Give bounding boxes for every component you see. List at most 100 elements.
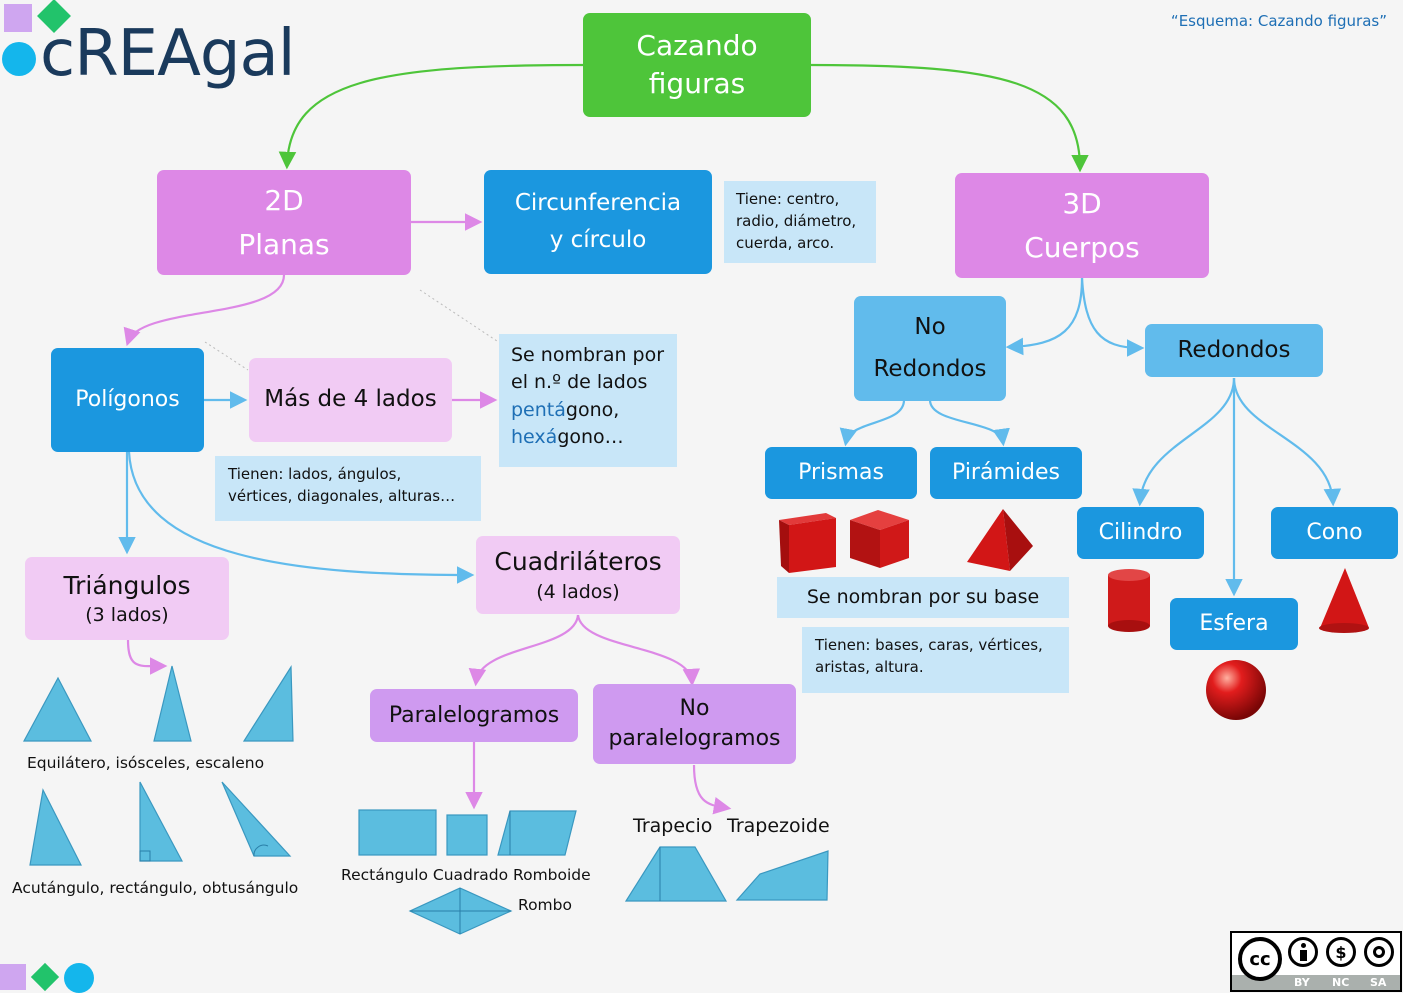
license-by: BY (1294, 976, 1310, 989)
logo-square-icon (4, 4, 32, 32)
node-label: paralelogramos (608, 726, 781, 751)
node-label: No (914, 314, 946, 341)
node-triangulos: Triángulos (3 lados) (25, 557, 229, 640)
node-cuadrilateros: Cuadriláteros (4 lados) (476, 536, 680, 614)
romboide-icon (497, 810, 577, 856)
node-label: Cono (1306, 520, 1363, 546)
node-label: 2D (264, 184, 304, 218)
arrow-redondos-cilindro (1132, 377, 1236, 507)
node-label: Redondos (1177, 336, 1291, 363)
node-label: Polígonos (75, 387, 180, 413)
node-label: Planas (238, 227, 330, 261)
node-circunferencia: Circunferencia y círculo (484, 170, 712, 274)
license-badge: cc $ BY NC SA (1230, 931, 1402, 992)
arrow-2d-poligonos (123, 274, 286, 347)
node-redondos: Redondos (1145, 324, 1323, 377)
caption-trapecio: Trapecio (633, 815, 713, 837)
license-nc: NC (1332, 976, 1350, 989)
node-cilindro: Cilindro (1077, 507, 1204, 559)
node-label: No (679, 696, 710, 722)
arrow-noredondos-prismas (839, 399, 906, 447)
arrow-poligonos-cuadrilateros (127, 451, 475, 584)
arrow-noparalelogramos-formas (692, 764, 732, 815)
esfera-icon (1206, 660, 1266, 720)
triangle-escaleno-icon (242, 665, 294, 742)
footer-square-icon (0, 964, 26, 990)
arrow-triangulos-formas (126, 639, 168, 675)
node-mas-de-4-lados: Más de 4 lados (249, 358, 452, 442)
node-label: Circunferencia (514, 190, 682, 217)
rectangulo-icon (358, 809, 437, 856)
cilindro-icon (1108, 569, 1150, 632)
node-piramides: Pirámides (930, 447, 1082, 499)
node-label: Cazando (636, 29, 758, 63)
by-icon (1288, 937, 1318, 967)
node-poligonos: Polígonos (51, 348, 204, 452)
footer-circle-icon (64, 963, 94, 993)
caption-tri-angulos: Acutángulo, rectángulo, obtusángulo (12, 879, 299, 897)
prisma-1-icon (779, 513, 836, 573)
note-se-nombran-base: Se nombran por su base (777, 577, 1069, 618)
logo: cREAgal (0, 0, 310, 100)
note-tienen-3d: Tienen: bases, caras, vértices, aristas,… (802, 627, 1069, 693)
piramide-icon (967, 509, 1033, 571)
note-se-nombran: Se nombran por el n.º de lados pentágono… (499, 334, 677, 467)
page-caption: “Esquema: Cazando figuras” (1170, 12, 1387, 30)
arrow-cuad-paralelogramos (468, 614, 580, 687)
trapecio-icon (624, 846, 728, 902)
node-label: Pirámides (952, 460, 1060, 486)
node-cono: Cono (1271, 507, 1398, 559)
node-no-redondos: No Redondos (854, 296, 1006, 401)
cuadrado-icon (446, 814, 488, 856)
node-label: Paralelogramos (388, 702, 560, 728)
node-no-paralelogramos: No paralelogramos (593, 684, 796, 764)
arrow-cuad-noparalelogramos (576, 614, 701, 687)
triangle-equilatero-icon (22, 676, 92, 742)
node-label: 3D (1062, 187, 1102, 221)
logo-text: cREAgal (40, 17, 295, 91)
nc-icon: $ (1326, 937, 1356, 967)
cono-icon (1319, 568, 1369, 633)
node-label: Redondos (873, 355, 987, 382)
triangle-obtusangulo-icon (221, 781, 292, 857)
node-label: Triángulos (63, 570, 191, 600)
node-label: Más de 4 lados (264, 386, 437, 413)
note-circunferencia: Tiene: centro, radio, diámetro, cuerda, … (724, 181, 876, 263)
node-label: Cuerpos (1024, 230, 1140, 264)
caption-trapezoide: Trapezoide (727, 815, 830, 837)
arrow-3d-noredondos (1005, 277, 1084, 356)
triangle-rectangulo-icon (139, 781, 183, 862)
node-label: Prismas (798, 460, 884, 486)
prisma-2-icon (850, 510, 909, 568)
trapezoide-icon (735, 850, 829, 901)
node-label: (3 lados) (85, 603, 169, 626)
logo-circle-icon (2, 42, 36, 76)
note-tienen-2d: Tienen: lados, ángulos, vértices, diagon… (215, 456, 481, 521)
caption-tri-lados: Equilátero, isósceles, escaleno (27, 754, 265, 772)
arrow-redondos-cono (1232, 377, 1342, 507)
node-label: Esfera (1199, 611, 1269, 637)
arrow-3d-redondos (1080, 277, 1145, 357)
node-prismas: Prismas (765, 447, 917, 499)
cc-icon: cc (1238, 937, 1282, 981)
triangle-isosceles-icon (153, 665, 192, 742)
arrow-root-2d (278, 63, 584, 170)
node-paralelogramos: Paralelogramos (370, 689, 578, 742)
sa-icon (1364, 937, 1394, 967)
node-cazando-figuras: Cazando figuras (583, 13, 811, 117)
triangle-acutangulo-icon (29, 788, 82, 866)
node-label: Cuadriláteros (494, 547, 662, 577)
node-label: figuras (648, 67, 746, 100)
node-label: (4 lados) (536, 581, 620, 604)
arrow-noredondos-piramides (928, 399, 1010, 447)
node-2d-planas: 2D Planas (157, 170, 411, 275)
node-3d-cuerpos: 3D Cuerpos (955, 173, 1209, 278)
caption-rombo: Rombo (518, 896, 572, 914)
node-esfera: Esfera (1170, 598, 1298, 650)
node-label: y círculo (549, 227, 647, 253)
caption-paralelogramos: Rectángulo Cuadrado Romboide (341, 866, 591, 884)
node-label: Cilindro (1098, 520, 1183, 546)
arrow-root-3d (810, 63, 1089, 173)
